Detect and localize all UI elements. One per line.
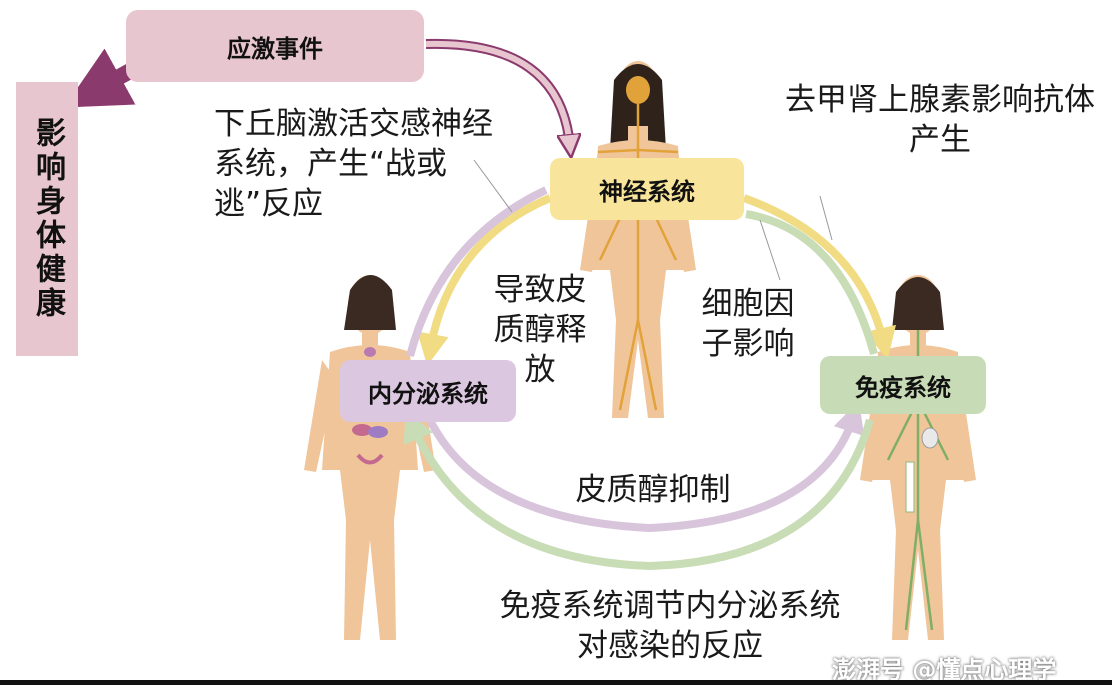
stress-event-box: 应激事件 [126,10,424,82]
epinephrine-annotation: 去甲肾上腺素影响抗体产生 [785,82,1095,158]
cortisol-inhibit-annotation: 皮质醇抑制 [575,472,731,508]
immune-to-nervous-arrow [745,210,878,356]
cytokine-annotation: 细胞因子影响 [701,286,795,362]
cortisol-release-annotation: 导致皮质醇释放 [493,272,587,388]
immune-system-label: 免疫系统 [855,373,951,402]
endocrine-to-immune-arrow [426,400,865,533]
immune-to-endocrine-arrow [403,409,874,571]
nervous-to-immune-arrow [742,194,896,360]
immune-regulation-annotation: 免疫系统调节内分泌系统对感染的反应 [499,588,841,664]
endocrine-to-nervous-arrow [406,186,548,358]
immune-system-box: 免疫系统 [820,356,986,414]
health-impact-label: 影响身体健康 [30,117,65,321]
watermark: 澎湃号 @懂点心理学 [832,656,1057,684]
endocrine-system-label: 内分泌系统 [368,379,488,408]
health-impact-box: 影响身体健康 [16,82,78,356]
nervous-system-box: 神经系统 [550,158,744,220]
endocrine-system-box: 内分泌系统 [340,360,516,422]
nervous-system-label: 神经系统 [599,177,695,206]
stress-event-label: 应激事件 [227,34,323,63]
nervous-to-endocrine-arrow [417,194,552,366]
hypothalamus-annotation: 下丘脑激活交感神经系统，产生“战或逃”反应 [214,106,493,222]
bottom-divider [0,680,1112,685]
